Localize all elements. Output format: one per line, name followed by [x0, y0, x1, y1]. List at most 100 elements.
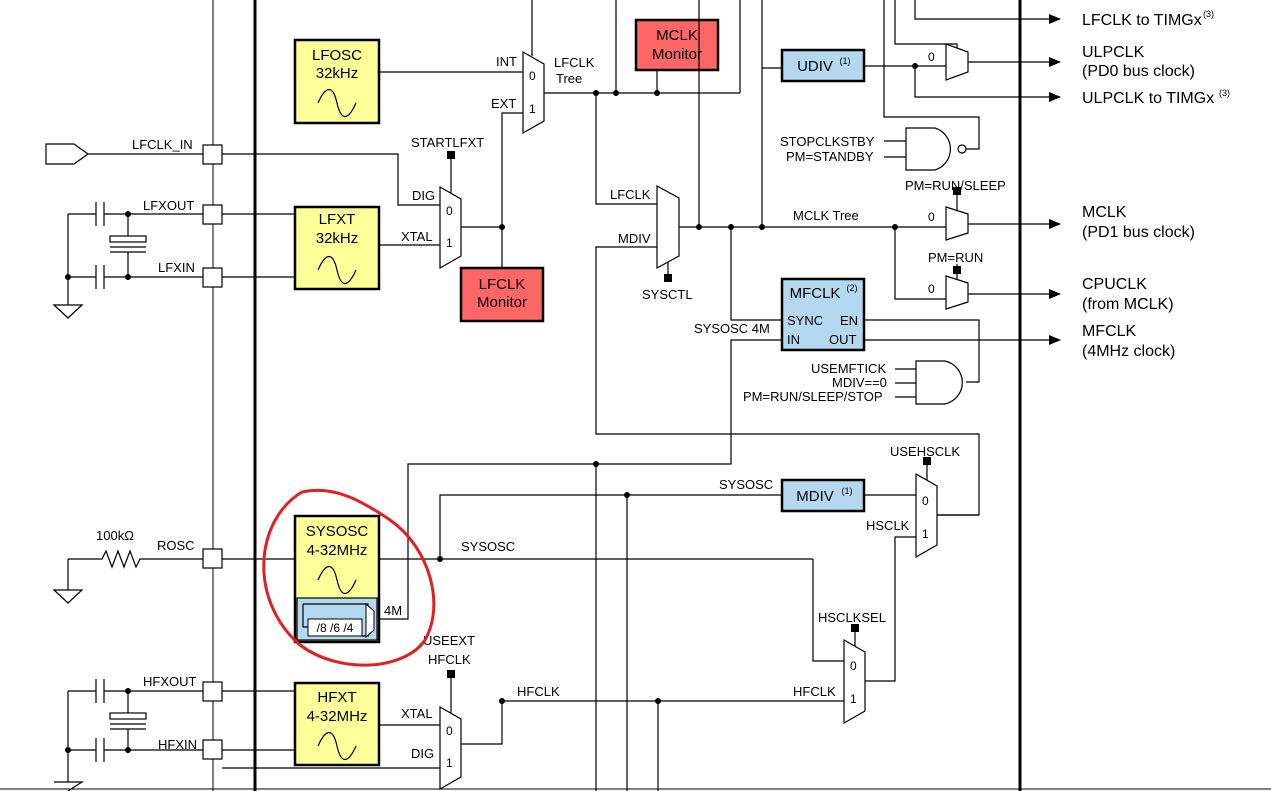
lfosc-block: LFOSC 32kHz: [293, 38, 381, 125]
hsclksel-mux: 0 1: [843, 638, 866, 725]
out-mclk-1: MCLK: [1082, 204, 1127, 221]
label-startlfxt: STARTLFXT: [411, 135, 484, 150]
label-useext-2: HFCLK: [428, 652, 471, 667]
lfxt-mux: 0 1: [439, 185, 462, 270]
svg-text:1: 1: [446, 236, 453, 250]
out-cpuclk-1: CPUCLK: [1082, 276, 1147, 293]
mdiv-note: (1): [842, 486, 853, 496]
svg-text:0: 0: [922, 494, 929, 508]
out-cpuclk-2: (from MCLK): [1082, 296, 1174, 313]
ulpclk-mux: [945, 43, 969, 81]
label-hsclksel: HSCLKSEL: [818, 610, 886, 625]
out-ulpclk-2: (PD0 bus clock): [1082, 63, 1195, 80]
svg-text:1: 1: [922, 527, 929, 541]
lfosc-freq: 32kHz: [316, 65, 359, 82]
lfclk-monitor-line2: Monitor: [477, 294, 527, 311]
lfclk-monitor-line1: LFCLK: [479, 276, 526, 293]
mclk-gate-mux: [945, 206, 969, 241]
signal-labels: INT EXT LFCLK Tree STARTLFXT DIG XTAL LF…: [384, 50, 1006, 761]
label-pm-standby: PM=STANDBY: [786, 149, 874, 164]
mclk-monitor-block: MCLK Monitor: [634, 18, 720, 72]
lfxt-name: LFXT: [319, 211, 356, 228]
svg-text:0: 0: [446, 724, 453, 738]
label-hfclk-in: HFCLK: [517, 684, 560, 699]
mdiv-name: MDIV: [796, 488, 834, 505]
lfclk-mux: 0 1: [522, 50, 545, 135]
hfxt-mux: 0 1: [439, 705, 462, 791]
pin-hfxout: HFXOUT: [68, 674, 223, 703]
pin-label-hfxout: HFXOUT: [143, 674, 197, 689]
sysosc-name: SYSOSC: [306, 523, 369, 540]
label-pm-run-sleep-stop: PM=RUN/SLEEP/STOP: [743, 389, 883, 404]
label-stopclkstby: STOPCLKSTBY: [780, 134, 875, 149]
label-usehsclk: USEHSCLK: [890, 444, 960, 459]
udiv-note: (1): [840, 56, 851, 66]
sine-wave-icon: [317, 565, 357, 595]
pin-label-hfxin: HFXIN: [158, 737, 197, 752]
out-mclk-2: (PD1 bus clock): [1082, 224, 1195, 241]
out-mfclk-1: MFCLK: [1082, 323, 1137, 340]
label-sysctl: SYSCTL: [642, 287, 693, 302]
cpuclk-gate-mux: [945, 275, 969, 310]
label-dig-hf: DIG: [411, 746, 434, 761]
mfclk-in: IN: [787, 332, 800, 347]
pin-label-lfxout: LFXOUT: [143, 198, 194, 213]
label-mdiv: MDIV: [618, 231, 651, 246]
label-sysosc-line: SYSOSC: [461, 539, 515, 554]
mclk-monitor-line1: MCLK: [656, 27, 698, 44]
udiv-name: UDIV: [797, 58, 833, 75]
pin-lfclk-in: LFCLK_IN: [45, 137, 223, 165]
sysosc-block: SYSOSC 4-32MHz /8 /6 /4: [293, 514, 381, 644]
mclk-mux: [656, 184, 680, 270]
out-lfclk-timgx-note: (3): [1203, 9, 1214, 19]
label-sysosc: SYSOSC: [719, 477, 773, 492]
sysosc-divider-label: /8 /6 /4: [317, 621, 354, 635]
out-lfclk-timgx: LFCLK to TIMGx: [1082, 12, 1202, 29]
hsclk-mux: 0 1: [915, 472, 938, 559]
label-mclk-tree: MCLK Tree: [793, 208, 859, 223]
sysosc-freq: 4-32MHz: [307, 542, 368, 559]
lfxt-freq: 32kHz: [316, 230, 359, 247]
sine-wave-icon: [317, 88, 357, 118]
lfclk-monitor-block: LFCLK Monitor: [459, 266, 545, 323]
mfclk-out: OUT: [829, 332, 857, 347]
label-useext-1: USEEXT: [423, 633, 475, 648]
annotation-circle: [262, 488, 436, 667]
hfxt-block: HFXT 4-32MHz: [293, 681, 381, 767]
sine-wave-icon: [317, 731, 357, 761]
label-dig: DIG: [412, 188, 435, 203]
label-hfclk: HFCLK: [793, 684, 836, 699]
label-lfclk-tree-1: LFCLK: [554, 55, 595, 70]
label-mdiv-eq0: MDIV==0: [832, 375, 887, 390]
label-sysosc-4m: SYSOSC 4M: [694, 321, 770, 336]
svg-text:0: 0: [529, 69, 536, 83]
lfosc-name: LFOSC: [312, 47, 362, 64]
pin-label-rosc: ROSC: [157, 538, 195, 553]
mclk-monitor-line2: Monitor: [652, 46, 702, 63]
label-pm-run-sleep: PM=RUN/SLEEP: [905, 178, 1006, 193]
nand-gate: [905, 127, 967, 171]
pin-label-lfxin: LFXIN: [158, 260, 195, 275]
mfclk-sync: SYNC: [787, 313, 823, 328]
resistor-label: 100kΩ: [96, 528, 134, 543]
pin-rosc: ROSC 100kΩ: [52, 528, 223, 604]
output-labels: LFCLK to TIMGx (3) ULPCLK (PD0 bus clock…: [1082, 9, 1230, 360]
pin-label-lfclk-in: LFCLK_IN: [132, 137, 193, 152]
pin-lfxin: LFXIN: [65, 260, 223, 289]
out-mfclk-2: (4MHz clock): [1082, 343, 1175, 360]
svg-text:1: 1: [446, 756, 453, 770]
label-xtal: XTAL: [401, 229, 433, 244]
pin-lfxout: LFXOUT: [68, 198, 223, 226]
svg-text:0: 0: [928, 50, 935, 64]
mdiv-block: MDIV (1): [780, 478, 866, 513]
mfclk-en: EN: [840, 313, 858, 328]
svg-text:1: 1: [850, 692, 857, 706]
out-ulpclk-timgx: ULPCLK to TIMGx: [1082, 90, 1214, 107]
pin-hfxin: HFXIN: [65, 737, 223, 762]
udiv-block: UDIV (1): [780, 48, 866, 83]
label-lfclk: LFCLK: [610, 187, 651, 202]
hfxt-freq: 4-32MHz: [307, 708, 368, 725]
label-ext: EXT: [491, 96, 516, 111]
